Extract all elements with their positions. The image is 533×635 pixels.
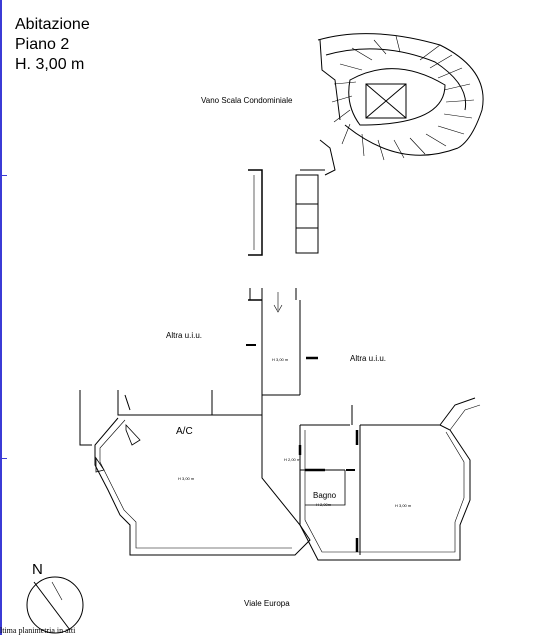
title-line-2: Piano 2 xyxy=(15,36,70,53)
stairwell-label: Vano Scala Condominiale xyxy=(201,96,293,105)
left-margin-line xyxy=(0,0,2,635)
title-line-1: Abitazione xyxy=(15,16,90,33)
left-unit-label: Altra u.i.u. xyxy=(166,331,203,340)
apartment-walls xyxy=(79,390,481,561)
bath-label: Bagno xyxy=(313,491,337,500)
margin-tick xyxy=(2,175,7,176)
north-arrow xyxy=(26,576,84,634)
stairwell xyxy=(317,33,484,176)
bath-height: H 2,00m xyxy=(316,502,332,507)
footer-caption: ltima planimetria in atti xyxy=(0,626,76,635)
corridor-walls xyxy=(246,169,325,395)
north-label: N xyxy=(32,561,43,578)
street-label: Viale Europa xyxy=(244,599,290,608)
title-line-3: H. 3,00 m xyxy=(15,56,85,73)
ac-label: A/C xyxy=(176,426,193,437)
right-unit-label: Altra u.i.u. xyxy=(350,354,387,363)
corridor-height: H 3,00 m xyxy=(272,357,289,362)
living-height: H 3,00 m xyxy=(178,476,195,481)
bedroom-height: H 3,00 m xyxy=(395,503,412,508)
hall-height: H 2,00 m xyxy=(284,457,301,462)
margin-tick xyxy=(2,458,7,459)
